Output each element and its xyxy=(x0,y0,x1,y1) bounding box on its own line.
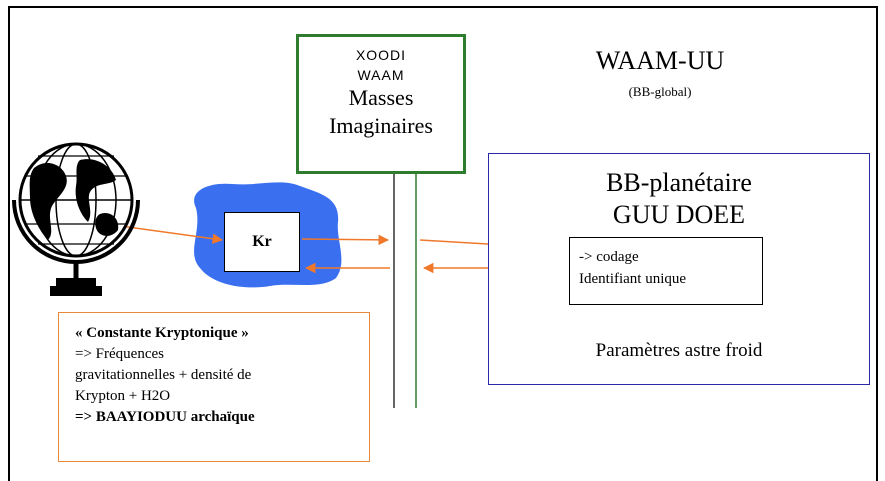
xoodi-label: XOODI xyxy=(355,47,407,63)
identifiant-label: Identifiant unique xyxy=(579,271,687,287)
gravitationnelles-line: gravitationnelles + densité de xyxy=(75,367,252,383)
constante-title: « Constante Kryptonique » xyxy=(75,325,249,341)
constante-kryptonique-box: « Constante Kryptonique » => Fréquences … xyxy=(58,312,370,462)
krypton-line: Krypton + H2O xyxy=(75,388,171,404)
kr-box: Kr xyxy=(224,212,300,272)
globe-icon xyxy=(12,142,140,296)
parametres-label: Paramètres astre froid xyxy=(595,340,763,361)
baayioduu-line: => BAAYIODUU archaïque xyxy=(75,409,255,425)
codage-label: -> codage xyxy=(579,249,639,265)
arrow-kr-to-line xyxy=(301,234,390,246)
frequences-line: => Fréquences xyxy=(75,346,164,362)
masses-label: Masses xyxy=(348,85,414,110)
outer-frame xyxy=(8,6,878,481)
waam-label: WAAM xyxy=(357,67,405,83)
bb-planetaire-title: BB-planétaire xyxy=(606,168,752,197)
guu-doee-title: GUU DOEE xyxy=(612,200,746,229)
waam-uu-title: WAAM-UU xyxy=(595,46,725,75)
bb-global-subtitle: (BB-global) xyxy=(628,84,692,99)
imaginaires-label: Imaginaires xyxy=(329,113,433,138)
codage-box: -> codage Identifiant unique xyxy=(569,237,763,305)
xoodi-waam-box: XOODI WAAM Masses Imaginaires xyxy=(296,34,466,174)
